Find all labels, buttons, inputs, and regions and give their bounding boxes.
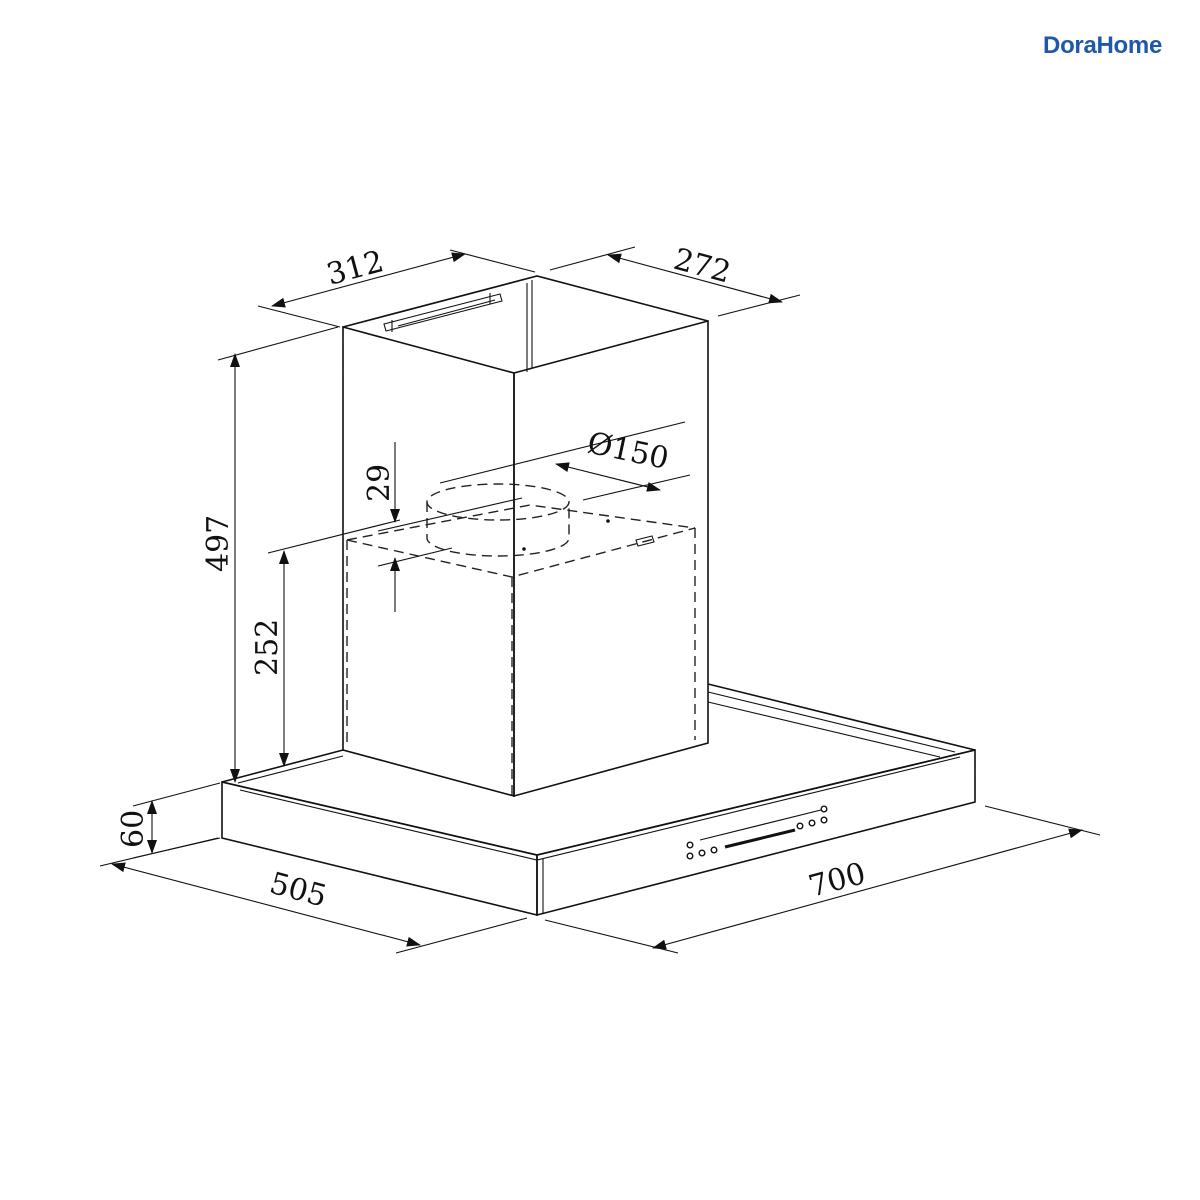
dim-label-60: 60	[116, 810, 151, 848]
dim-label-497: 497	[201, 515, 236, 572]
mounting-bracket	[383, 293, 503, 332]
dimension-duct-offset: 29	[362, 442, 523, 612]
dimension-canopy-depth: 505	[99, 837, 528, 954]
dimension-total-height: 497	[201, 326, 339, 783]
duct-collar-body	[426, 502, 570, 557]
control-button[interactable]	[796, 822, 804, 830]
control-button[interactable]	[698, 849, 706, 857]
dim-label-diameter: Ø150	[584, 426, 671, 477]
dimension-top-width: 272	[549, 242, 801, 317]
control-button[interactable]	[710, 846, 718, 854]
chimney-right-face	[513, 319, 709, 798]
dimension-top-depth: 312	[257, 244, 536, 328]
brand-logo: DoraHome	[1043, 32, 1162, 59]
dimension-canopy-height: 60	[116, 782, 221, 859]
chimney-left-face	[342, 325, 515, 798]
control-button[interactable]	[808, 819, 816, 827]
dimension-canopy-width: 700	[544, 805, 1101, 954]
control-button[interactable]	[820, 805, 828, 813]
control-button[interactable]	[686, 841, 694, 849]
dim-label-272: 272	[670, 242, 734, 291]
dimension-duct-diameter: Ø150	[439, 421, 691, 501]
hidden-motor-housing	[346, 483, 696, 795]
dim-label-252: 252	[250, 619, 285, 676]
dim-label-700: 700	[805, 856, 869, 905]
dim-label-29: 29	[362, 464, 397, 502]
dimension-inner-height: 252	[250, 519, 401, 767]
display-strip	[724, 828, 796, 849]
canopy-front-face	[536, 748, 976, 917]
control-button[interactable]	[820, 816, 828, 824]
chimney	[342, 275, 709, 798]
dim-label-312: 312	[323, 244, 387, 293]
chimney-top-back	[342, 275, 709, 328]
control-button[interactable]	[686, 852, 694, 860]
